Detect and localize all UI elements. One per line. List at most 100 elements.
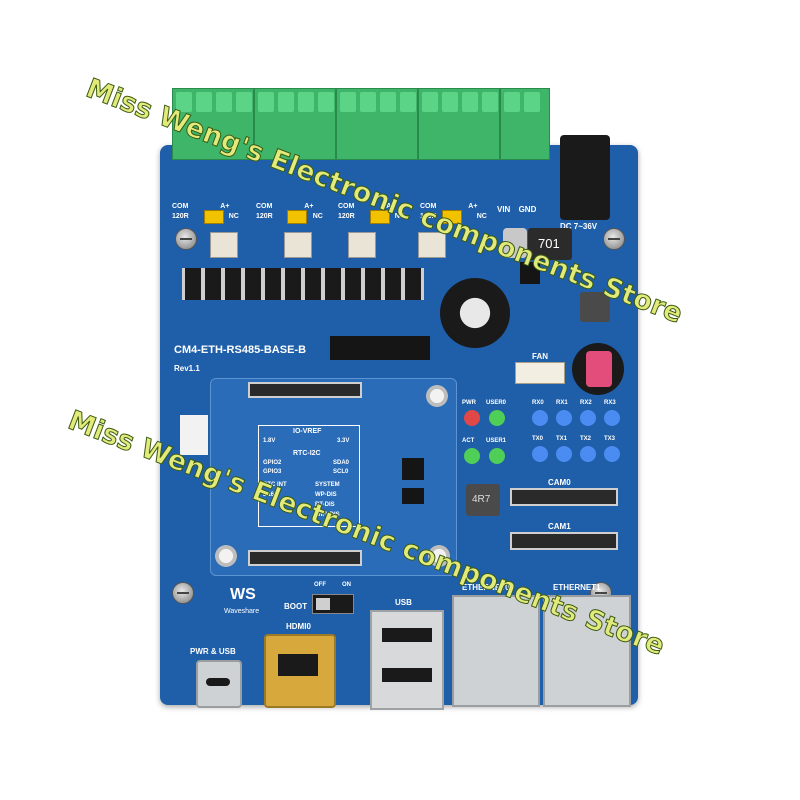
- cam1-label: CAM1: [548, 522, 571, 531]
- v33-label: 3.3V: [337, 438, 350, 444]
- tx1-led: [556, 446, 572, 462]
- waveshare-logo: WS Waveshare: [224, 584, 284, 624]
- terminal2-nc: NC: [312, 213, 323, 220]
- terminal4-nc: NC: [476, 213, 487, 220]
- tx1-label: TX1: [556, 436, 568, 442]
- usb-port[interactable]: [370, 610, 444, 710]
- pwr-usb-label: PWR & USB: [190, 647, 236, 656]
- pwr-label: PWR: [462, 400, 476, 406]
- terminal3-120r: 120R: [338, 213, 355, 220]
- jumper-2: [287, 210, 307, 224]
- sensor-chip-black: [330, 336, 430, 360]
- terminal1-com: COM: [172, 203, 189, 210]
- hdmi0-label: HDMI0: [286, 622, 311, 631]
- terminal-labels-2: COM A+: [256, 203, 313, 210]
- boot-switch-knob: [316, 598, 330, 610]
- buzzer: [572, 343, 624, 395]
- ethernet0-port[interactable]: [452, 595, 540, 707]
- user1-led: [489, 448, 505, 464]
- inductor-code: 701: [538, 236, 560, 251]
- terminal2-120r: 120R: [256, 213, 273, 220]
- cam0-connector: [510, 488, 618, 506]
- board-model-label: CM4-ETH-RS485-BASE-B: [174, 344, 307, 356]
- regulator-chip: [520, 262, 540, 284]
- screw-top-left: [175, 228, 197, 250]
- terminal-labels-1: COM A+: [172, 203, 229, 210]
- tvs-diode-row: [182, 268, 424, 304]
- terminal1-nc: NC: [228, 213, 239, 220]
- cm4-connector-bottom: [248, 550, 362, 566]
- terminal1-120r: 120R: [172, 213, 189, 220]
- bt-dis-label: BT-DIS: [315, 502, 335, 508]
- terminal4-120r: 120R: [420, 213, 437, 220]
- rx0-label: RX0: [532, 400, 544, 406]
- screw-bottom-left: [172, 582, 194, 604]
- rtc-chip: [402, 458, 424, 480]
- electrolytic-capacitor: [503, 228, 527, 258]
- ethernet1-port[interactable]: [543, 595, 631, 707]
- board-revision-label: Rev1.1: [174, 364, 200, 373]
- user1-label: USER1: [486, 438, 507, 444]
- pwr-led: [464, 410, 480, 426]
- tx3-led: [604, 446, 620, 462]
- rx1-label: RX1: [556, 400, 568, 406]
- isolation-chips: [210, 232, 450, 260]
- boot-on-label: ON: [342, 582, 351, 588]
- terminal-screws: [176, 92, 546, 116]
- terminal3-com: COM: [338, 203, 355, 210]
- screw-top-right: [603, 228, 625, 250]
- io-vref-label: IO-VREF: [293, 428, 322, 435]
- terminal3-nc: NC: [394, 213, 405, 220]
- boot-switch[interactable]: [312, 594, 354, 614]
- rtc-battery-holder: [440, 278, 510, 348]
- terminal-labels-4: COM A+: [420, 203, 477, 210]
- dc-barrel-jack: [560, 135, 610, 220]
- terminal4-a: A+: [468, 203, 478, 210]
- power-terminal-labels: VIN GND: [497, 205, 536, 214]
- ethernet1-label: ETHERNET1: [553, 583, 601, 592]
- d16-label: D16: [263, 492, 275, 498]
- rx2-led: [580, 410, 596, 426]
- jumper-3: [370, 210, 390, 224]
- rx0-led: [532, 410, 548, 426]
- user0-label: USER0: [486, 400, 507, 406]
- hdmi0-port[interactable]: [264, 634, 336, 708]
- usb-c-port[interactable]: [196, 660, 242, 708]
- terminal2-com: COM: [256, 203, 273, 210]
- tx3-label: TX3: [604, 436, 616, 442]
- gnd-label: GND: [518, 205, 537, 214]
- tx2-label: TX2: [580, 436, 592, 442]
- sda0-label: SDA0: [333, 460, 350, 466]
- jumper-4: [442, 210, 462, 224]
- system-label: SYSTEM: [315, 482, 340, 488]
- terminal2-a: A+: [304, 203, 314, 210]
- cam1-connector: [510, 532, 618, 550]
- terminal-labels-3b: 120R NC: [338, 213, 405, 220]
- rtc-i2c-label: RTC-I2C: [293, 450, 321, 457]
- small-inductor-code: 4R7: [472, 494, 491, 505]
- v18-label: 1.8V: [263, 438, 276, 444]
- fan-label: FAN: [532, 352, 548, 361]
- gpio2-label: GPIO2: [263, 460, 282, 466]
- boot-label: BOOT: [284, 602, 308, 611]
- buzzer-seal: [586, 351, 612, 387]
- act-label: ACT: [462, 438, 475, 444]
- terminal-labels-3: COM A+: [338, 203, 395, 210]
- terminal4-com: COM: [420, 203, 437, 210]
- mount-hole-cm4-tl: [426, 385, 448, 407]
- usb-slot-upper: [382, 628, 432, 642]
- fan-connector: [515, 362, 565, 384]
- usb-label: USB: [395, 598, 412, 607]
- small-inductor: 4R7: [466, 484, 500, 516]
- terminal3-a: A+: [386, 203, 396, 210]
- vin-label: VIN: [497, 205, 511, 214]
- hdmi-slot: [278, 654, 318, 676]
- cam0-label: CAM0: [548, 478, 571, 487]
- user0-led: [489, 410, 505, 426]
- waveshare-logo-mark: WS: [230, 586, 256, 603]
- act-led: [464, 448, 480, 464]
- rx3-led: [604, 410, 620, 426]
- rx2-label: RX2: [580, 400, 592, 406]
- white-label-patch: [180, 415, 208, 455]
- dc-range-label: DC 7~36V: [560, 222, 598, 231]
